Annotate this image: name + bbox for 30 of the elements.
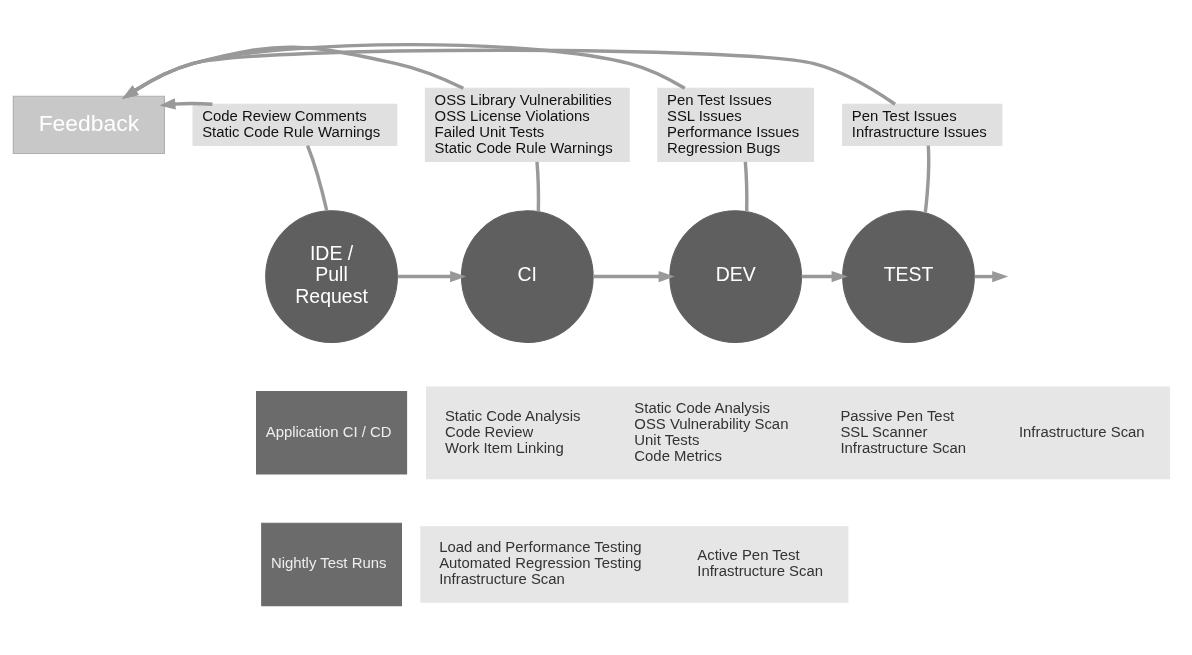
arrow bbox=[593, 270, 675, 282]
arrow bbox=[122, 45, 465, 99]
node-circle: IDE / Pull Request bbox=[265, 209, 398, 343]
cluster bbox=[420, 525, 849, 603]
arrow bbox=[122, 42, 686, 99]
node-text: Load and Performance Testing Automated Regression Testing Infrastructure Scan bbox=[439, 538, 642, 587]
node-text: Static Code Analysis Code Review Work Item Linking bbox=[444, 407, 581, 456]
arrow bbox=[159, 97, 213, 110]
arrow bbox=[974, 270, 1009, 282]
node-circle: CI bbox=[460, 209, 594, 343]
node-circle: DEV bbox=[669, 209, 803, 343]
node-box: OSS Library Vulnerabilities OSS License Violations Failed Unit Tests Static Code Rule Warnings bbox=[424, 87, 630, 162]
node-text: Passive Pen Test SSL Scanner Infrastructure Scan bbox=[840, 407, 967, 456]
cluster bbox=[426, 386, 1171, 479]
node-text: Static Code Analysis OSS Vulnerability Scan Unit Tests Code Metrics bbox=[634, 399, 789, 464]
node-circle: TEST bbox=[842, 209, 975, 343]
connector bbox=[743, 161, 749, 212]
node-box: Nightly Test Runs bbox=[261, 522, 402, 606]
node-box: Application CI / CD bbox=[256, 390, 408, 475]
node-box: Code Review Comments Static Code Rule Warnings bbox=[192, 103, 398, 146]
arrow bbox=[397, 270, 467, 282]
arrow bbox=[122, 48, 897, 106]
node-box: Pen Test Issues Infrastructure Issues bbox=[842, 103, 1003, 146]
connector bbox=[305, 144, 329, 211]
node-text: Active Pen Test Infrastructure Scan bbox=[697, 546, 823, 579]
arrow bbox=[801, 270, 848, 282]
connector bbox=[535, 161, 541, 212]
node-text: Infrastructure Scan bbox=[1018, 423, 1145, 440]
node-box: Pen Test Issues SSL Issues Performance Issues Regression Bugs bbox=[657, 87, 815, 162]
connector bbox=[923, 145, 931, 213]
